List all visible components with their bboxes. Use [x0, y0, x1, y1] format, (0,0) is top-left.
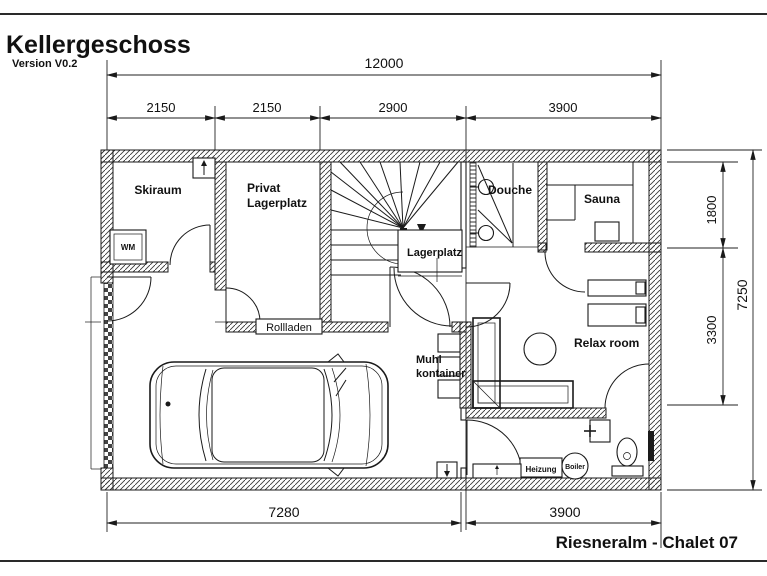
sauna-stove: [594, 221, 620, 242]
waste-containers: [437, 333, 461, 399]
staircase: [330, 161, 463, 282]
dim-right-middle: 3300: [704, 316, 719, 345]
label-muell-2: kontainer: [416, 368, 466, 380]
doors: [106, 224, 650, 476]
exterior-walls: [100, 149, 662, 491]
dim-segment-3: 2900: [379, 100, 408, 115]
room-label-privat-2: Lagerplatz: [247, 196, 307, 210]
room-label-stair-storage: Lagerplatz: [407, 247, 463, 259]
lounger: [587, 279, 647, 297]
label-heizung: Heizung: [525, 465, 556, 474]
electrical-box: [192, 157, 216, 179]
floor-drain-box: [436, 461, 458, 479]
dim-right-upper: 1800: [704, 196, 719, 225]
side-mirror: [326, 467, 345, 477]
side-mirror: [326, 353, 345, 363]
dim-overall-width: 12000: [365, 55, 404, 71]
corner-sofa: [472, 317, 574, 409]
washing-machine: [109, 229, 147, 265]
dim-segment-2: 2150: [253, 100, 282, 115]
wiper: [335, 379, 347, 397]
room-label-skiraum: Skiraum: [134, 183, 181, 197]
toilet: [611, 437, 644, 477]
understairs-storage: [397, 229, 463, 273]
label-wm: WM: [121, 243, 136, 252]
dim-segment-4: 3900: [549, 100, 578, 115]
interior-walls: [100, 161, 662, 479]
walkline-arrow-icon: [417, 224, 426, 234]
garage-door: [85, 276, 114, 470]
relax-room-furniture: [472, 279, 647, 409]
lounger: [587, 303, 647, 327]
round-table: [523, 332, 557, 366]
bottom-wall-vent: [472, 463, 522, 479]
dim-bottom-left: 7280: [268, 504, 299, 520]
shower: [469, 162, 514, 248]
dim-right-overall: 7250: [734, 279, 750, 310]
dim-segment-1: 2150: [147, 100, 176, 115]
hand-basin: [584, 419, 611, 443]
sheet-border: [0, 13, 767, 562]
wall-window: [648, 431, 654, 461]
room-label-douche: Douche: [488, 183, 532, 197]
version-label: Version V0.2: [12, 58, 77, 70]
room-label-privat-1: Privat: [247, 181, 280, 195]
room-label-sauna: Sauna: [584, 192, 620, 206]
label-boiler: Boiler: [565, 464, 585, 471]
dim-bottom-right: 3900: [549, 504, 580, 520]
car: [149, 353, 389, 477]
dimension-lines: [106, 60, 762, 548]
sauna-interior: [546, 162, 634, 243]
rollladen-box: [255, 318, 323, 335]
garage-bottom-fixtures: [436, 461, 522, 479]
label-rollladen: Rollladen: [266, 322, 312, 334]
wiper: [333, 367, 347, 383]
page-title: Kellergeschoss: [6, 31, 191, 59]
boiler-circle: [561, 452, 589, 480]
utility-room-fixtures: [519, 419, 654, 480]
label-muell-1: Muhl: [416, 354, 442, 366]
project-title: Riesneralm - Chalet 07: [556, 533, 738, 552]
room-label-relax: Relax room: [574, 336, 639, 350]
